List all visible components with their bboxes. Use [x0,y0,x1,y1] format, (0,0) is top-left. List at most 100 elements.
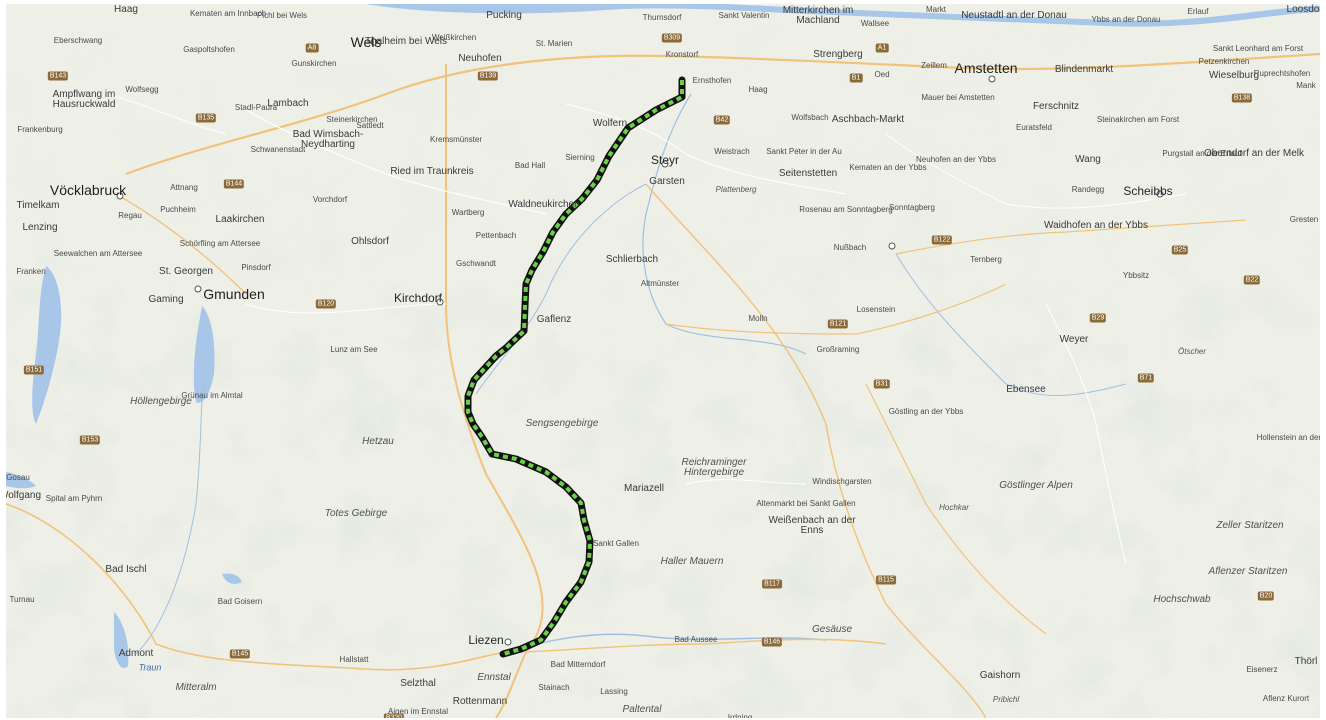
map-label-town-68: Wartberg [451,208,485,217]
route-line-inner [466,80,684,656]
map-label-town-3: Pucking [486,10,522,21]
map-label-town-114: Rottenmann [452,696,508,707]
map-label-mountain-9: Zeller Staritzen [1216,520,1284,531]
road-minor-3 [565,103,847,195]
map-label-town-85: Ternberg [970,255,1002,264]
road-shield-9: A1 [875,43,889,53]
river-enns-north [642,93,807,355]
map-label-town-24: Blindenmarkt [1054,64,1114,75]
map-label-town-30: Ampflwang im Hausruckwald [52,89,116,110]
map-label-town-51: Ried im Traunkreis [390,166,474,177]
map-label-town-87: Gaming [148,294,184,305]
map-label-town-107: Bad Aussee [674,635,718,644]
map-label-town-4: Thurnsdorf [642,13,682,22]
map-label-mountain-13: Ennstal [477,672,511,683]
map-label-town-46: Steinakirchen am Forst [1096,115,1180,124]
road-shield-15: B115 [876,575,896,585]
map-label-town-29: Mank [1296,81,1316,90]
road-b115 [645,183,987,718]
danube-river [366,4,1320,27]
map-label-town-15: Thalheim bei Wels [364,36,448,47]
map-label-town-8: Markt [926,5,946,14]
road-minor-4 [885,133,1187,209]
map-label-town-52: Bad Hall [514,161,546,170]
map-label-mountain-12: Mitteralm [175,682,217,693]
map-label-town-5: Sankt Valentin [718,11,770,20]
map-label-town-39: Wolfern [592,118,628,129]
map-label-town-7: Wallsee [860,19,890,28]
road-shield-25: B42 [713,115,731,125]
map-label-mountain-7: Göstlinger Alpen [999,480,1073,491]
map-label-town-81: St. Georgen [159,266,213,277]
map-label-town-19: St. Marien [535,39,573,48]
road-shield-18: B20 [1257,591,1275,601]
map-label-town-103: Sankt Gallen [593,539,639,548]
map-label-citie-3: Vöcklabruck [49,182,127,198]
map-label-town-88: Altmünster [640,279,680,288]
road-shield-7: B151 [23,365,45,375]
map-label-town-100: Windischgarsten [812,477,872,486]
map-label-town-1: Kematen am Innbach [189,9,267,18]
map-label-town-23: Oed [874,70,890,79]
map-label-town-50: Schwanenstadt [250,145,306,154]
map-label-town-73: Seewalchen am Attersee [53,249,143,258]
map-label-town-9: Neustadtl an der Donau [961,10,1067,21]
road-shield-13: B121 [827,319,849,329]
river-traun [135,383,205,655]
road-shield-0: B143 [47,71,69,81]
map-label-town-111: Selzthal [400,678,436,689]
map-label-town-90: Gaflenz [536,314,572,325]
road-shield-16: B146 [761,637,783,647]
map-label-town-79: Gresten [1289,215,1319,224]
map-label-town-80: Franken [16,267,46,276]
map-label-town-99: Mariazell [623,483,665,494]
map-label-town-42: Aschbach-Markt [831,114,905,125]
road-shield-1: A8 [305,43,319,53]
map-label-town-11: Erlauf [1187,7,1209,16]
map-label-town-34: Steinerkirchen [326,115,378,124]
map-label-town-26: Sankt Leonhard am Forst [1212,44,1304,53]
map-label-mountain-5: Haller Mauern [660,556,724,567]
map-label-town-49: Frankenburg [17,125,63,134]
road-b31 [865,383,1047,635]
map-label-town-28: Ruprechtshofen [1253,69,1311,78]
map-label-mountain-15: Plattenberg [715,185,757,194]
mountain-relief [6,4,1320,718]
map-label-town-69: Waldneukirchen [508,199,580,210]
map-label-town-109: Hallstatt [339,655,369,664]
road-minor-2 [105,93,227,135]
map-label-town-104: Spital am Pyhrn [45,494,103,503]
map-label-town-45: Ferschnitz [1032,101,1080,112]
map-label-town-113: Lassing [600,687,628,696]
map-label-town-36: Bad Wimsbach-Neydharting [292,129,364,150]
map-label-town-59: Neuhofen an der Ybbs [916,155,996,164]
road-minor-5 [245,303,447,314]
map-label-town-38: Ernsthofen [692,76,732,85]
city-dot-steyr [661,160,669,168]
map-label-town-17: Gunskirchen [291,59,337,68]
city-dot-amstetten [988,75,996,83]
map-label-mountain-6: Gesäuse [811,624,853,635]
map-label-town-94: Lunz am See [330,345,378,354]
map-label-citie-0: Wels [350,34,382,50]
map-label-citie-1: Steyr [650,153,680,167]
map-label-town-123: Wolfgang [6,490,42,501]
map-label-town-31: Wolfsegg [125,85,159,94]
map-label-mountain-10: Aflenzer Staritzen [1208,566,1288,577]
road-minor-6 [685,479,807,485]
map-label-town-64: Regau [118,211,142,220]
map-label-town-21: Strengberg [813,49,863,60]
map-label-town-25: Petzenkirchen [1198,57,1250,66]
map-label-mountain-17: Ötscher [1177,347,1207,356]
map-label-town-62: Attnang [170,183,198,192]
road-shield-14: B31 [873,379,891,389]
map-label-mountain-16: Pribichl [992,695,1020,704]
map-label-town-47: Purgstall an der Erlauf [1162,149,1242,158]
road-shield-19: B320 [383,713,405,718]
map-label-water-0: Traun [138,662,162,673]
map-label-town-48: Oberndorf an der Melk [1203,148,1305,159]
map-label-mountain-3: Sengsengebirge [525,418,599,429]
map-label-town-77: Nußbach [833,243,867,252]
map-label-town-60: Wang [1075,154,1101,165]
